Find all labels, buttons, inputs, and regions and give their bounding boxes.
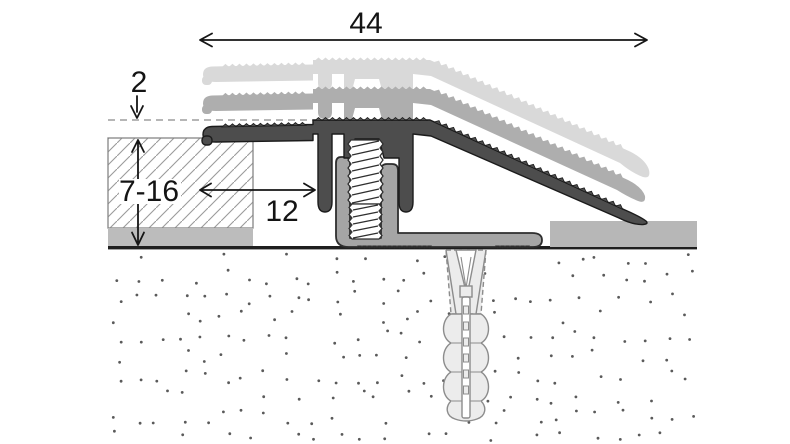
label-adjustment-step: 2 bbox=[131, 66, 148, 99]
screw-channel bbox=[348, 203, 383, 240]
profile-position-high bbox=[202, 57, 650, 178]
profile-position-installed bbox=[201, 116, 648, 226]
fixing-screw-icon bbox=[347, 139, 384, 240]
dimension-lines bbox=[130, 32, 648, 246]
label-total-width: 44 bbox=[349, 7, 382, 40]
label-height-range: 7-16 bbox=[119, 175, 179, 208]
dimension-labels: 44 2 7-16 12 bbox=[119, 7, 383, 228]
label-fixing-offset: 12 bbox=[265, 195, 298, 228]
dimension-fixing-offset bbox=[199, 182, 316, 198]
underlay-strip bbox=[108, 228, 253, 246]
dimension-adjustment-step bbox=[130, 95, 144, 119]
wall-plug-icon bbox=[442, 249, 490, 422]
profile-position-mid bbox=[202, 86, 646, 202]
right-flooring bbox=[550, 221, 697, 247]
label-backing bbox=[119, 179, 181, 204]
plug-expansion-wings bbox=[445, 249, 487, 315]
plug-v-notch bbox=[455, 249, 477, 297]
substrate-stipple bbox=[111, 252, 695, 442]
screw-thread bbox=[347, 139, 384, 205]
dimension-total-width bbox=[199, 32, 648, 48]
plug-slot-top bbox=[459, 285, 473, 298]
